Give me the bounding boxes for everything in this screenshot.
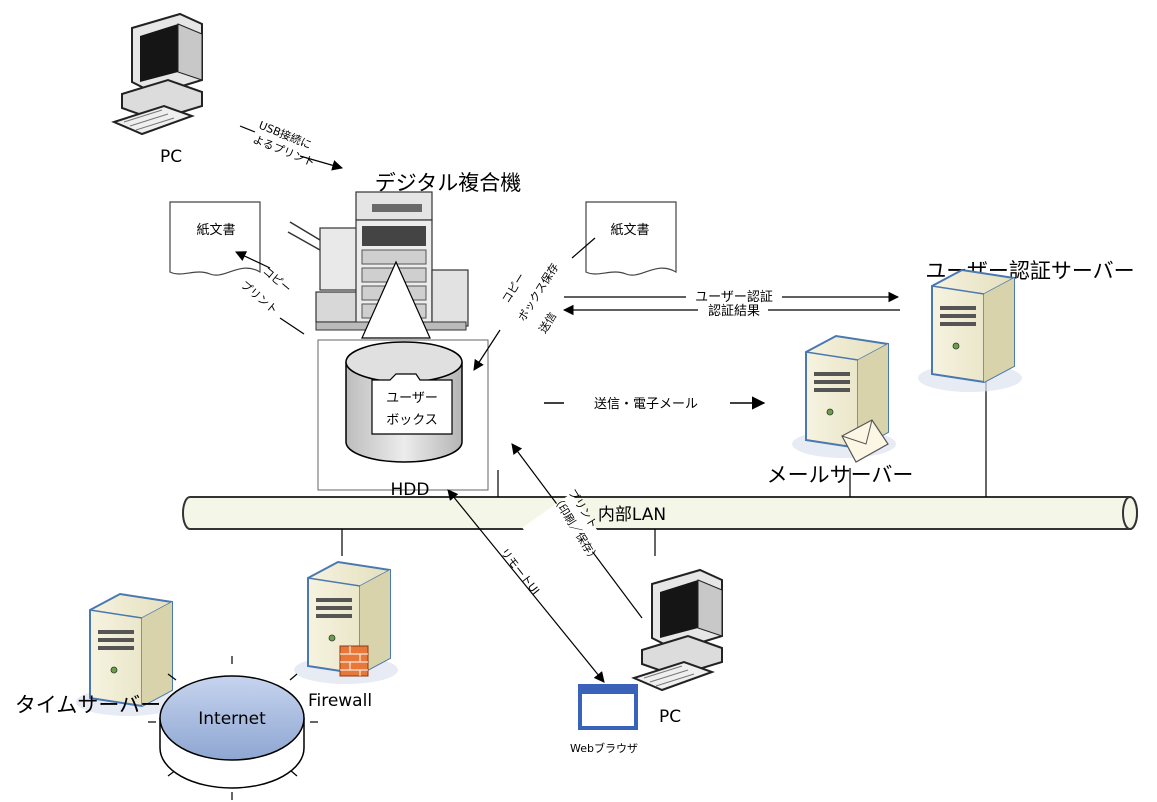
send-email-label: 送信・電子メール — [594, 397, 698, 412]
lan-bus: 内部LAN — [182, 496, 1138, 530]
user-box-label-2: ボックス — [386, 413, 438, 428]
document-icon — [169, 201, 261, 276]
firewall-icon — [339, 645, 369, 677]
browser-icon — [578, 684, 638, 730]
server-icon — [917, 269, 1023, 393]
computer-icon — [633, 569, 723, 691]
document-icon — [585, 201, 677, 276]
lan-label: 内部LAN — [598, 505, 666, 525]
copy-right-label-1: コピー — [500, 271, 529, 306]
send-email-link: 送信・電子メール — [544, 396, 766, 412]
auth-result-label: 認証結果 — [708, 303, 760, 319]
auth-links: ユーザー認証 認証結果 — [562, 289, 900, 319]
firewall-label: Firewall — [308, 691, 372, 711]
computer-icon — [113, 13, 203, 135]
copy-left-label-1: コピー — [260, 264, 294, 295]
user-box-folder: ユーザー ボックス — [371, 373, 453, 435]
internet-label: Internet — [198, 709, 266, 729]
auth-request-label: ユーザー認証 — [695, 289, 773, 305]
time-server-label: タイムサーバー — [15, 693, 161, 717]
mfp-hdd-link — [361, 260, 431, 339]
mfp-label: デジタル複合機 — [375, 171, 522, 195]
paper-left-label: 紙文書 — [196, 223, 235, 238]
copy-right-label-3: 送信 — [536, 310, 560, 336]
pc-top-label: PC — [160, 147, 182, 167]
usb-print-link: USB接続に よるプリント — [239, 118, 344, 171]
user-box-label-1: ユーザー — [386, 391, 438, 406]
hdd-label: HDD — [391, 480, 430, 500]
pc-bottom-label: PC — [659, 707, 681, 727]
envelope-icon — [841, 419, 889, 463]
paper-right-label: 紙文書 — [610, 223, 649, 238]
web-browser-label: Webブラウザ — [570, 741, 638, 755]
globe-icon: Internet — [148, 656, 318, 800]
lan-connections — [341, 382, 987, 556]
copy-box-send-link: コピー ボックス保存 送信 — [473, 237, 596, 371]
mail-server-label: メールサーバー — [767, 463, 914, 487]
